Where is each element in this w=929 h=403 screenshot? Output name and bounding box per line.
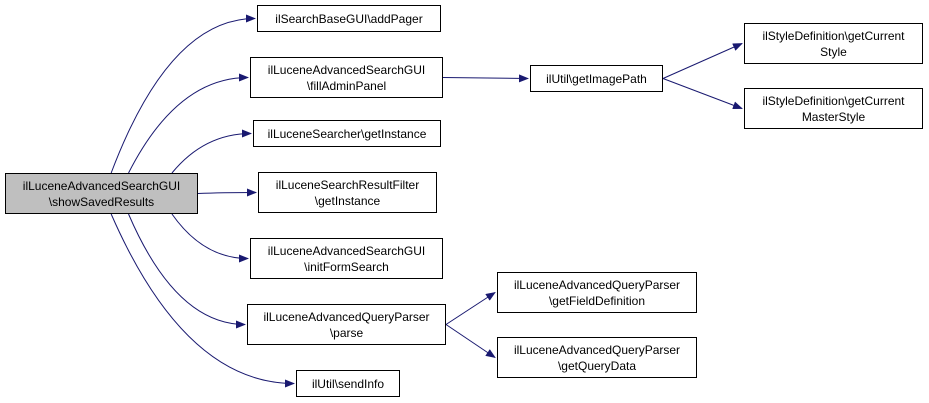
edge-get-image-path-to-get-current-master-style	[662, 78, 743, 110]
node-root-line1: ilLuceneAdvancedSearchGUI	[22, 178, 181, 193]
edge-root-to-send-info	[110, 213, 295, 388]
node-init-form-search-line1: ilLuceneAdvancedSearchGUI	[267, 243, 426, 258]
edge-root-to-filter-get-instance	[197, 188, 257, 197]
node-filter-get-instance[interactable]: ilLuceneSearchResultFilter \getInstance	[258, 172, 437, 213]
node-root-show-saved-results: ilLuceneAdvancedSearchGUI \showSavedResu…	[5, 173, 198, 214]
node-get-query-data[interactable]: ilLuceneAdvancedQueryParser \getQueryDat…	[497, 337, 697, 378]
node-get-field-definition-line1: ilLuceneAdvancedQueryParser	[513, 277, 681, 292]
node-fill-admin-panel-line2: \fillAdminPanel	[306, 78, 387, 93]
node-get-current-style[interactable]: ilStyleDefinition\getCurrent Style	[744, 23, 923, 64]
edge-root-to-init-form-search	[171, 213, 249, 263]
node-filter-get-instance-line1: ilLuceneSearchResultFilter	[275, 177, 420, 192]
node-add-pager[interactable]: ilSearchBaseGUI\addPager	[257, 5, 441, 32]
edge-root-to-add-pager	[110, 14, 256, 174]
node-send-info-label: ilUtil\sendInfo	[311, 376, 385, 391]
edge-fill-admin-panel-to-get-image-path	[442, 74, 529, 83]
node-get-field-definition-line2: \getFieldDefinition	[548, 293, 646, 308]
edge-root-to-parser-parse	[128, 213, 246, 329]
edge-parser-parse-to-get-field-definition	[445, 291, 496, 325]
node-parser-parse[interactable]: ilLuceneAdvancedQueryParser \parse	[247, 304, 446, 345]
node-parser-parse-line2: \parse	[329, 325, 364, 340]
node-get-query-data-line1: ilLuceneAdvancedQueryParser	[513, 342, 681, 357]
node-get-query-data-line2: \getQueryData	[557, 358, 637, 373]
node-get-current-style-line1: ilStyleDefinition\getCurrent	[762, 28, 905, 43]
node-add-pager-label: ilSearchBaseGUI\addPager	[275, 11, 423, 26]
node-searcher-get-instance-label: ilLuceneSearcher\getInstance	[267, 126, 427, 141]
node-searcher-get-instance[interactable]: ilLuceneSearcher\getInstance	[253, 120, 441, 147]
edge-root-to-fill-admin-panel	[128, 73, 249, 174]
node-init-form-search[interactable]: ilLuceneAdvancedSearchGUI \initFormSearc…	[250, 238, 443, 279]
node-root-line2: \showSavedResults	[48, 194, 155, 209]
edge-get-image-path-to-get-current-style	[662, 43, 743, 79]
node-get-field-definition[interactable]: ilLuceneAdvancedQueryParser \getFieldDef…	[497, 272, 697, 313]
node-filter-get-instance-line2: \getInstance	[314, 193, 381, 208]
node-send-info[interactable]: ilUtil\sendInfo	[296, 370, 400, 397]
node-get-current-master-style-line2: MasterStyle	[801, 109, 866, 124]
node-get-image-path-label: ilUtil\getImagePath	[546, 71, 647, 86]
edge-root-to-searcher-get-instance	[171, 129, 252, 174]
node-get-current-style-line2: Style	[820, 44, 847, 59]
node-parser-parse-line1: ilLuceneAdvancedQueryParser	[263, 309, 430, 324]
node-get-current-master-style[interactable]: ilStyleDefinition\getCurrent MasterStyle	[744, 88, 923, 129]
node-fill-admin-panel[interactable]: ilLuceneAdvancedSearchGUI \fillAdminPane…	[250, 57, 443, 98]
edge-parser-parse-to-get-query-data	[445, 324, 496, 359]
node-get-current-master-style-line1: ilStyleDefinition\getCurrent	[762, 93, 905, 108]
node-get-image-path[interactable]: ilUtil\getImagePath	[530, 65, 663, 92]
node-fill-admin-panel-line1: ilLuceneAdvancedSearchGUI	[267, 62, 426, 77]
node-init-form-search-line2: \initFormSearch	[304, 259, 389, 274]
